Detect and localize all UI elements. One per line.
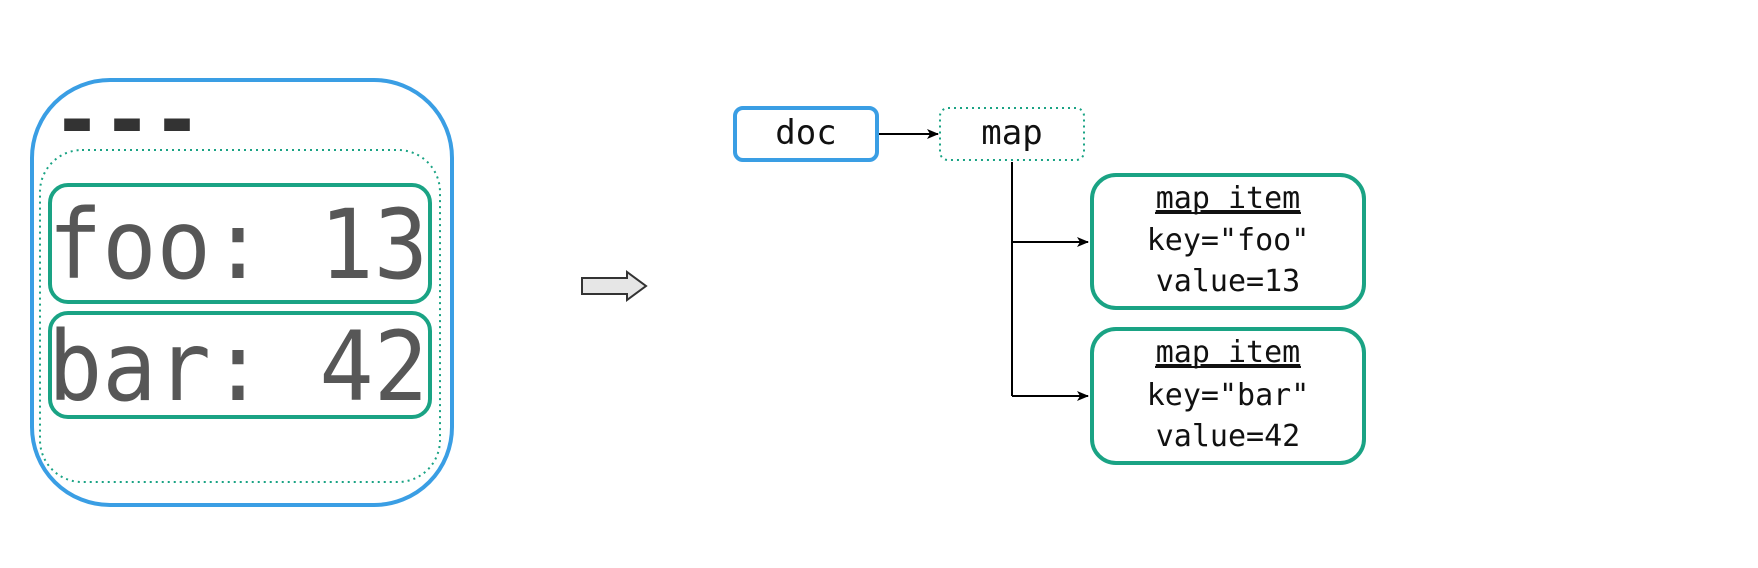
map-item-title: map item [1156,181,1301,216]
map-item-key: key="bar" [1147,378,1310,413]
map-node-label: map [981,113,1042,153]
document-outline [30,78,454,507]
map-item-node-foo: map item key="foo" value=13 [1090,173,1366,310]
source-line-bar: bar: 42 [48,311,428,423]
document-separator: --- [52,68,202,171]
doc-node: doc [733,106,879,162]
node-tree: doc map map item key="foo" value=13 map … [733,106,1366,465]
source-document: --- foo: 13 bar: 42 [30,68,454,507]
map-to-items-edges [1011,162,1089,401]
map-item-value: value=42 [1156,419,1301,454]
map-item-key: key="foo" [1147,223,1310,258]
map-node: map [939,107,1085,161]
map-item-outline-bar [48,311,432,419]
map-item-node-bar: map item key="bar" value=42 [1090,327,1366,465]
map-item-title: map item [1156,335,1301,370]
map-outline [39,149,441,483]
map-item-outline-foo [48,183,432,304]
source-line-foo: foo: 13 [48,189,428,301]
doc-node-label: doc [775,113,836,153]
right-arrow-icon [581,270,648,302]
map-item-value: value=13 [1156,264,1301,299]
